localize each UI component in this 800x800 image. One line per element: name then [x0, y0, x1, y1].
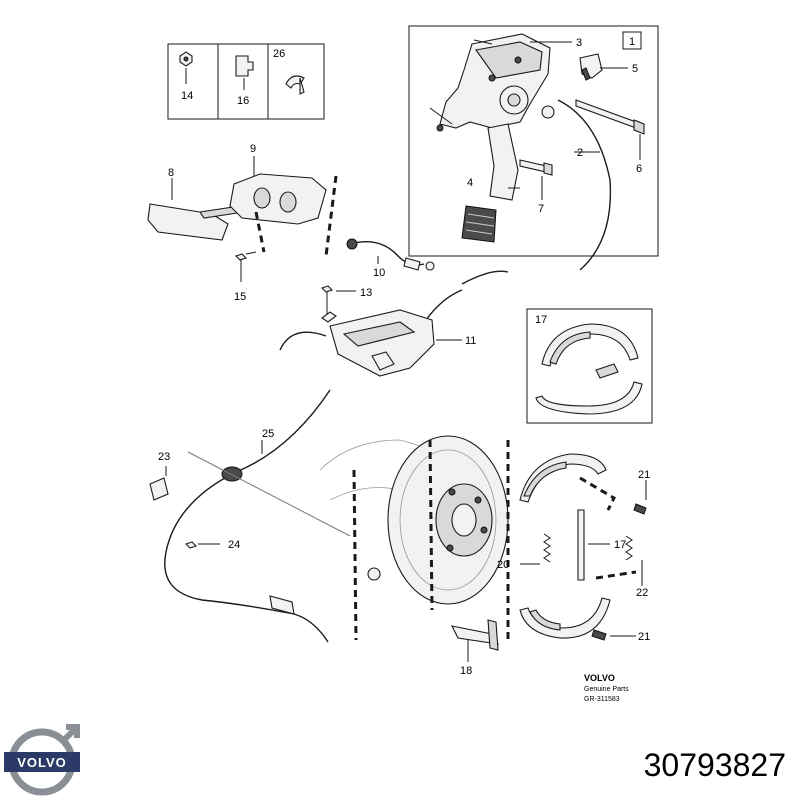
brand-block-reference: GR-311583 — [584, 696, 620, 703]
callout-15: 15 — [234, 291, 246, 303]
callout-9: 9 — [250, 143, 256, 155]
callout-23: 23 — [158, 451, 170, 463]
brake-shoes-right — [451, 440, 647, 662]
rear-cables — [149, 389, 358, 643]
callout-6: 6 — [636, 163, 642, 175]
pedal-assembly-box — [408, 25, 659, 271]
rear-hub-assembly — [319, 435, 509, 611]
callout-5: 5 — [632, 63, 638, 75]
callout-1: 1 — [629, 36, 635, 48]
console-parts — [147, 156, 435, 282]
part-number: 30793827 — [644, 747, 786, 783]
callout-20: 20 — [497, 559, 509, 571]
callout-22: 22 — [636, 587, 648, 599]
callout-17-inset: 17 — [535, 314, 547, 326]
callout-10: 10 — [373, 267, 385, 279]
callout-21-bottom: 21 — [638, 631, 650, 643]
callout-2: 2 — [577, 147, 583, 159]
callout-3: 3 — [576, 37, 582, 49]
callout-11: 11 — [465, 335, 476, 347]
brake-shoe-inset — [526, 308, 653, 424]
brand-block-subtitle: Genuine Parts — [584, 686, 629, 693]
callout-24: 24 — [228, 539, 240, 551]
callout-14: 14 — [181, 90, 193, 102]
callout-18: 18 — [460, 665, 472, 677]
callout-25: 25 — [262, 428, 274, 440]
volvo-logo: VOLVO — [4, 724, 80, 796]
hardware-inset — [167, 43, 325, 120]
callout-21-top: 21 — [638, 469, 650, 481]
callout-4: 4 — [467, 177, 473, 189]
callout-26: 26 — [273, 48, 285, 60]
logo-text: VOLVO — [17, 755, 67, 770]
callout-13: 13 — [360, 287, 372, 299]
callout-17: 17 — [614, 539, 626, 551]
callout-16: 16 — [237, 95, 249, 107]
brand-block-brand: VOLVO — [584, 673, 615, 683]
callout-7: 7 — [538, 203, 544, 215]
lever-mechanism — [279, 270, 509, 377]
callout-8: 8 — [168, 167, 174, 179]
